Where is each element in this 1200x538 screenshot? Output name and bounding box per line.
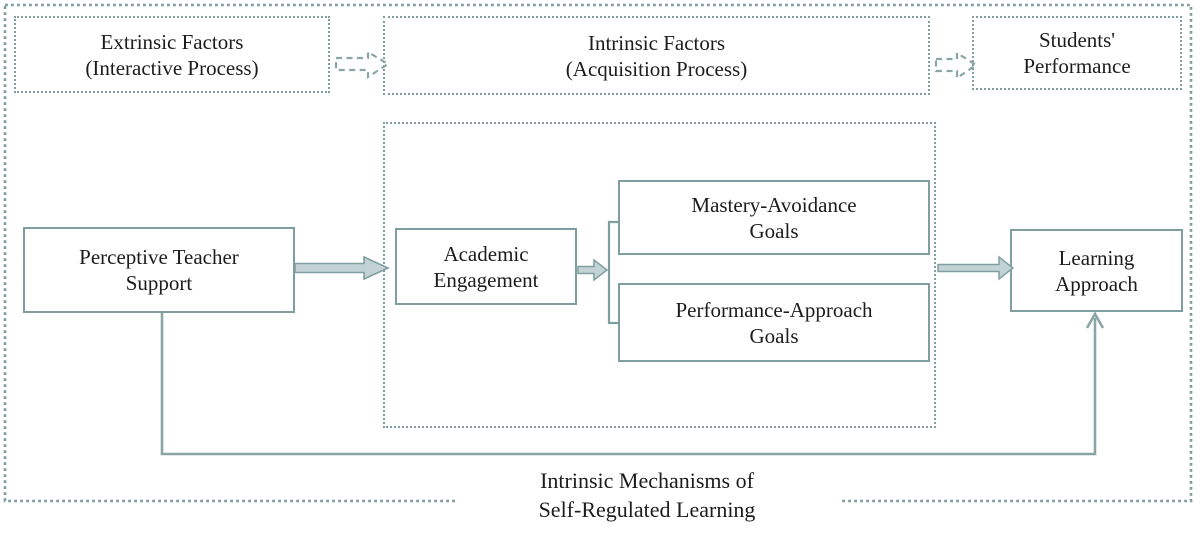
mastery-avoidance-goals-label-line1: Mastery-Avoidance: [691, 192, 857, 217]
academic-engagement-label-line1: Academic: [443, 241, 529, 266]
intrinsic-factors-label-line1: Intrinsic Factors: [587, 30, 726, 55]
extrinsic-factors-label-line1: Extrinsic Factors: [100, 29, 244, 54]
learning-approach-label-line2: Approach: [1055, 271, 1138, 296]
perceptive-teacher-support-label-line2: Support: [125, 271, 193, 295]
academic-engagement-label-line2: Engagement: [433, 267, 539, 292]
students-performance-label-line2: Performance: [1023, 54, 1131, 78]
arrow-goals-to-learning-approach-icon: [937, 255, 1015, 281]
academic-engagement-box: Academic Engagement: [395, 228, 577, 305]
intrinsic-factors-label-line2: (Acquisition Process): [565, 56, 748, 81]
learning-approach-box: Learning Approach: [1010, 229, 1183, 312]
performance-approach-goals-box: Performance-Approach Goals: [618, 283, 930, 362]
perceptive-teacher-support-box: Perceptive Teacher Support: [23, 227, 295, 313]
learning-approach-label-line1: Learning: [1058, 245, 1135, 270]
up-arrowhead-icon: [1085, 311, 1105, 329]
students-performance-box: Students' Performance: [972, 16, 1182, 90]
dashed-arrow-intrinsic-to-performance-icon: [934, 51, 979, 81]
arrow-support-to-engagement-icon: [294, 255, 390, 281]
extrinsic-factors-label-line2: (Interactive Process): [85, 55, 259, 80]
students-performance-label-line1: Students': [1038, 28, 1116, 52]
extrinsic-factors-box: Extrinsic Factors (Interactive Process): [14, 16, 330, 93]
perceptive-teacher-support-label-line1: Perceptive Teacher: [79, 245, 239, 269]
figure-caption-line2: Self-Regulated Learning: [538, 497, 756, 522]
figure-caption-line1: Intrinsic Mechanisms of: [540, 468, 754, 493]
mastery-avoidance-goals-box: Mastery-Avoidance Goals: [618, 180, 930, 255]
performance-approach-goals-label-line2: Goals: [749, 323, 799, 348]
intrinsic-factors-box: Intrinsic Factors (Acquisition Process): [383, 16, 930, 95]
dashed-arrow-extrinsic-to-intrinsic-icon: [334, 50, 391, 80]
performance-approach-goals-label-line1: Performance-Approach: [675, 297, 873, 322]
mastery-avoidance-goals-label-line2: Goals: [749, 218, 799, 243]
figure-caption: Intrinsic Mechanisms of Self-Regulated L…: [455, 462, 839, 536]
